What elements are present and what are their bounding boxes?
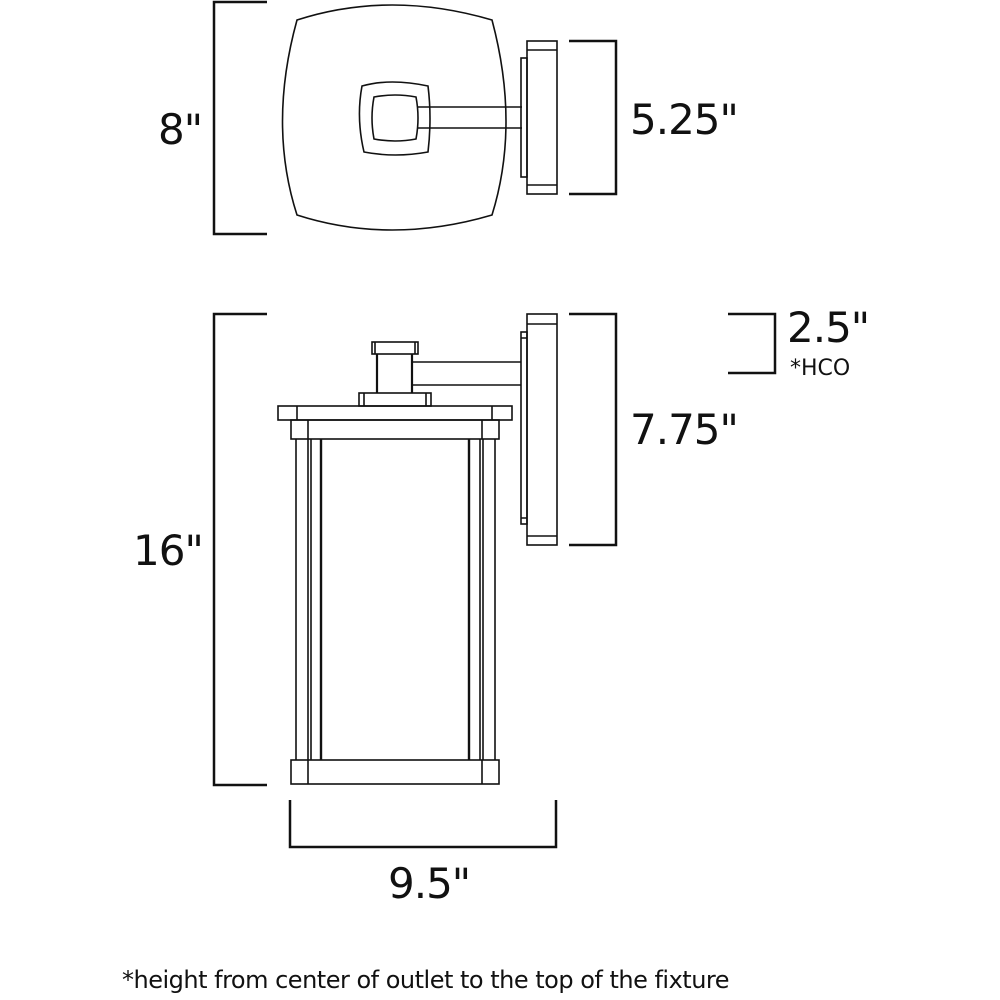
bottom-frame (290, 759, 500, 785)
hco-footnote: *height from center of outlet to the top… (122, 966, 730, 994)
top-view (212, 0, 618, 236)
top-frame (277, 405, 513, 421)
side-view-height-label: 16" (133, 526, 204, 575)
height-dimension-bracket (212, 312, 267, 787)
hco-note: *HCO (790, 356, 851, 381)
arm-side (413, 361, 521, 386)
arm (418, 106, 522, 129)
top-view-depth-label: 8" (158, 105, 203, 154)
shade-outline (281, 4, 507, 231)
backplate-side (526, 313, 558, 546)
side-view-backplate-height-label: 7.75" (630, 405, 739, 454)
top-band (290, 419, 500, 440)
finial-inner (371, 94, 419, 142)
backplate-flange (520, 57, 528, 178)
finial-cap (371, 341, 419, 355)
finial-outer (358, 81, 431, 156)
backplate-width-dimension-bracket (569, 39, 618, 196)
depth-dimension-bracket (212, 0, 267, 236)
finial-base (358, 392, 432, 407)
hco-dimension-bracket (728, 312, 777, 375)
width-dimension-bracket (288, 800, 558, 849)
backplate-flange-side (520, 331, 528, 525)
top-view-backplate-width-label: 5.25" (630, 95, 739, 144)
side-view-width-label: 9.5" (388, 859, 471, 908)
finial-stem (375, 354, 414, 393)
left-posts (295, 439, 312, 760)
hco-dimension-label: 2.5" (787, 303, 870, 352)
side-view (212, 312, 777, 849)
backplate (526, 40, 558, 195)
backplate-height-dimension-bracket (569, 312, 618, 547)
